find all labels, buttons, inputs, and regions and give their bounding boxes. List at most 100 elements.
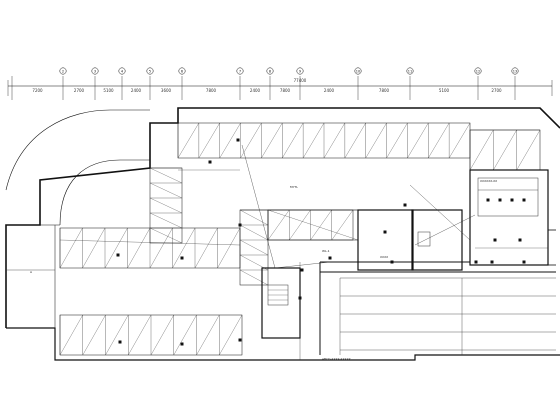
axis-label: 13 — [513, 69, 517, 73]
stall-row — [59, 227, 241, 269]
axis-label: 6 — [181, 69, 183, 73]
stall-diagonal — [149, 182, 183, 199]
device-marker — [493, 238, 497, 242]
stall-diagonal — [219, 122, 241, 159]
stall-diagonal — [149, 227, 183, 244]
stall-diagonal — [82, 314, 106, 356]
stall-diagonal — [59, 227, 83, 269]
device-marker — [522, 198, 526, 202]
stall-diagonal — [428, 122, 450, 159]
stall-column — [267, 209, 359, 241]
stall-diagonal — [344, 122, 366, 159]
stall-diagonal — [82, 227, 106, 269]
stall-diagonal — [267, 209, 359, 241]
mid-note-2: WL-1 — [322, 249, 330, 253]
stall-row — [59, 314, 243, 356]
axis-bubble — [296, 67, 304, 75]
device-symbols — [116, 138, 526, 346]
stall-diagonal — [261, 122, 283, 159]
axis-label: 3 — [94, 69, 96, 73]
segment-dimension: 5100 — [103, 88, 114, 93]
stall-diagonal — [365, 122, 387, 159]
stall-diagonal — [105, 314, 129, 356]
stall-diagonal — [239, 209, 269, 226]
stall-diagonal — [323, 122, 345, 159]
device-marker — [518, 238, 522, 242]
stall-diagonal — [149, 197, 183, 214]
mid-note-1: MYTL — [290, 185, 298, 189]
axis-bubble — [406, 67, 414, 75]
device-marker — [180, 342, 184, 346]
stall-diagonal — [104, 227, 128, 269]
stall-diagonal — [386, 122, 408, 159]
device-marker — [498, 198, 502, 202]
segment-dimension: 7800 — [280, 88, 291, 93]
axis-label: 7 — [239, 69, 241, 73]
device-marker — [298, 296, 302, 300]
axis-bubble — [178, 67, 186, 75]
device-marker — [180, 256, 184, 260]
stall-diagonal — [149, 227, 173, 269]
axis-label: 5 — [149, 69, 151, 73]
stall-diagonal — [150, 314, 174, 356]
axis-bubble — [91, 67, 99, 75]
device-marker — [208, 160, 212, 164]
stall-diagonal — [172, 227, 196, 269]
stall-row — [469, 129, 541, 171]
device-marker — [522, 260, 526, 264]
device-marker — [118, 340, 122, 344]
stall-diagonal — [289, 209, 311, 241]
axis-bubble — [511, 67, 519, 75]
stall-diagonal — [194, 227, 218, 269]
axis-label: 11 — [408, 69, 412, 73]
building-outline — [5, 107, 560, 361]
device-marker — [390, 260, 394, 264]
stall-diagonal — [127, 227, 151, 269]
stall-diagonal — [516, 129, 541, 171]
bottom-note: ABCD-XXXX-XXXXX — [322, 357, 351, 361]
axis-label: 9 — [299, 69, 301, 73]
segment-dimension: 2700 — [74, 88, 85, 93]
stall-row — [267, 209, 354, 241]
stall-diagonal — [128, 314, 152, 356]
stall-column — [149, 167, 183, 244]
stall-diagonal — [493, 129, 517, 171]
segment-dimension: 7200 — [32, 88, 43, 93]
stall-diagonal — [173, 314, 197, 356]
stall-diagonal — [239, 269, 269, 286]
stall-diagonal — [196, 314, 220, 356]
axis-label: 12 — [476, 69, 480, 73]
stall-diagonal — [331, 209, 354, 241]
stall-diagonal — [219, 314, 243, 356]
stall-diagonal — [217, 227, 241, 269]
vertical-note: A — [30, 270, 33, 274]
axis-bubble — [474, 67, 482, 75]
segment-dimension: 2400 — [131, 88, 142, 93]
device-marker — [490, 260, 494, 264]
stall-diagonal — [303, 122, 325, 159]
stall-diagonal — [239, 239, 269, 256]
axis-bubble — [59, 67, 67, 75]
axis-bubble — [118, 67, 126, 75]
wiring-lines — [59, 144, 548, 360]
stall-diagonal — [240, 122, 262, 159]
axis-label: 2 — [62, 69, 64, 73]
axis-bubble — [266, 67, 274, 75]
segment-dimension: 2400 — [324, 88, 335, 93]
stall-diagonal — [198, 122, 220, 159]
total-dimension: 77400 — [294, 78, 307, 83]
stall-diagonal — [177, 122, 199, 159]
axis-bubble — [146, 67, 154, 75]
segment-dimension: 3600 — [161, 88, 172, 93]
axis-bubble — [236, 67, 244, 75]
device-marker — [238, 338, 242, 342]
segment-dimension: 7800 — [206, 88, 217, 93]
stall-column — [239, 209, 269, 286]
parking-rows — [59, 122, 541, 356]
segment-dimension: 2700 — [491, 88, 502, 93]
stall-diagonal — [149, 212, 183, 229]
segment-dimension: 7800 — [379, 88, 390, 93]
device-marker — [328, 256, 332, 260]
